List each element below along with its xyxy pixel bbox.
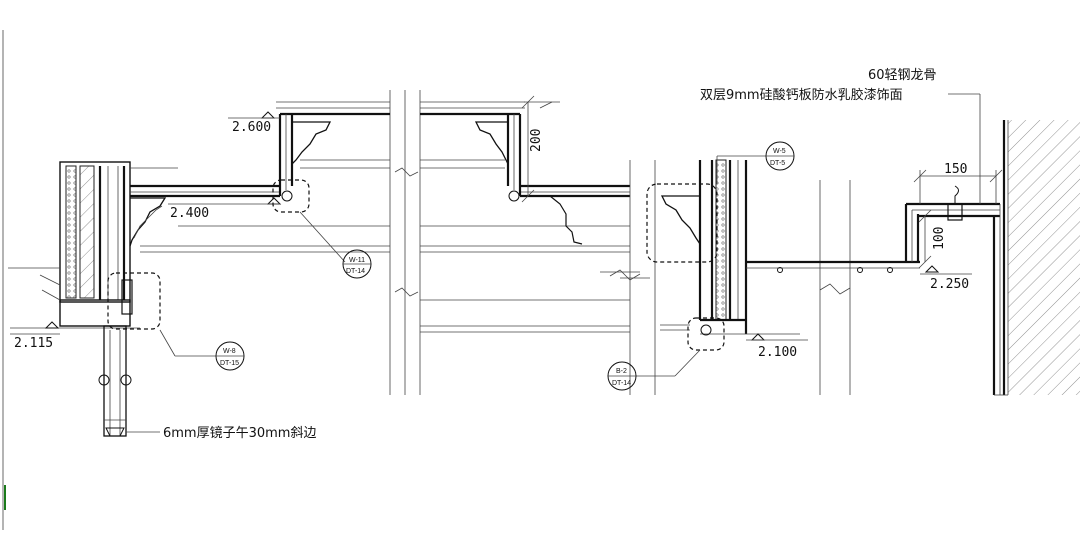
left-cornice [129,197,167,247]
svg-text:双层9mm硅酸钙板防水乳胶漆饰面: 双层9mm硅酸钙板防水乳胶漆饰面 [700,87,903,103]
dimension-150: 150 [913,162,1003,204]
note-board: 双层9mm硅酸钙板防水乳胶漆饰面 [700,87,981,204]
dimension-100: 100 [918,209,947,269]
callout-b2: B-2 DT-14 [607,317,725,391]
svg-text:6mm厚镜子午30mm斜边: 6mm厚镜子午30mm斜边 [163,426,316,441]
svg-text:DT-15: DT-15 [220,360,239,367]
callout-w11: W-11 DT-14 [272,179,372,279]
callout-w5: W-5 DT-5 [646,141,795,263]
left-wall-section [8,161,178,437]
svg-text:60轻钢龙骨: 60轻钢龙骨 [868,68,937,83]
svg-text:DT-5: DT-5 [770,160,785,167]
dimension-200: 200 [521,95,560,203]
right-wall-section [660,159,920,336]
svg-text:W-5: W-5 [773,148,786,155]
level-2400: 2.400 [168,197,282,221]
svg-text:W-11: W-11 [349,257,365,264]
dim-150-label: 150 [944,162,967,177]
dim-100-label: 100 [932,227,947,250]
level-2100: 2.100 [746,333,808,360]
level-2250: 2.250 [920,265,972,292]
callout-w8: W-8 DT-15 [107,272,245,371]
svg-text:2.250: 2.250 [930,277,969,292]
level-2600: 2.600 [228,111,280,135]
level-2115: 2.115 [10,321,60,351]
svg-text:2.400: 2.400 [170,206,209,221]
svg-text:B-2: B-2 [616,368,627,375]
right-box-detail [904,120,1080,396]
svg-text:DT-14: DT-14 [346,268,365,275]
svg-text:DT-14: DT-14 [612,380,631,387]
svg-text:2.100: 2.100 [758,345,797,360]
svg-text:2.115: 2.115 [14,336,53,351]
break-columns [389,90,851,395]
note-mirror: 6mm厚镜子午30mm斜边 [126,426,316,441]
svg-text:W-8: W-8 [223,348,236,355]
ceiling-coffer [276,101,583,245]
note-keel: 60轻钢龙骨 [868,68,937,83]
dim-200-label: 200 [529,129,544,152]
ceiling-lines [130,159,690,333]
svg-text:2.600: 2.600 [232,120,271,135]
